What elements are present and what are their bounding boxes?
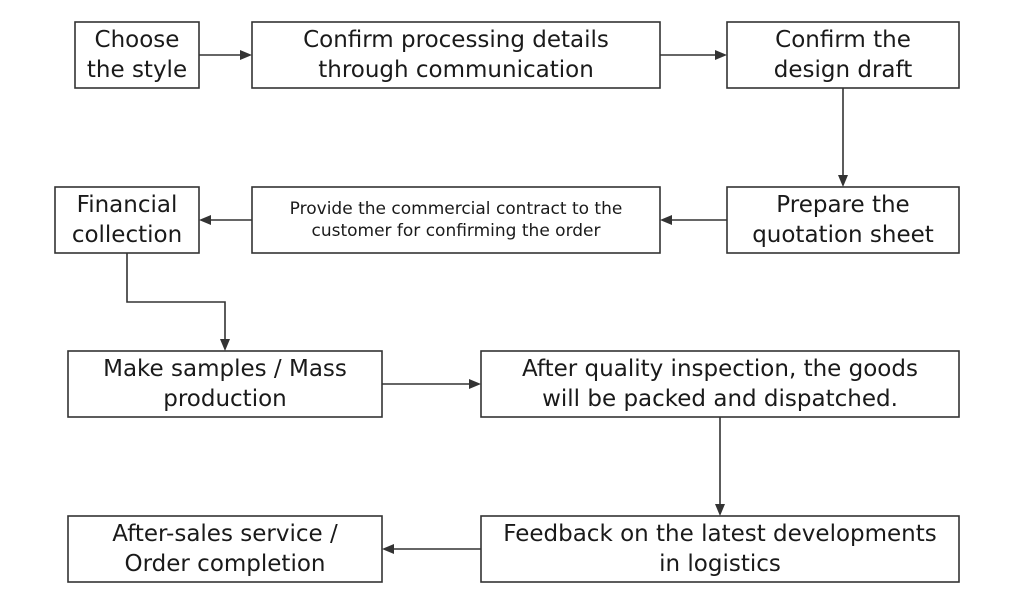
arrow-head xyxy=(838,175,848,187)
step-label-line: quotation sheet xyxy=(752,222,934,248)
step-make-samples: Make samples / Mass production xyxy=(67,350,383,418)
step-label-line: Make samples / Mass xyxy=(103,356,347,382)
step-quality-inspection: After quality inspection, the goods will … xyxy=(480,350,960,418)
step-label-line: Confirm the xyxy=(775,27,911,53)
step-label-line: Choose xyxy=(95,27,180,53)
flow-steps: Choose the style Confirm processing detail… xyxy=(54,21,960,583)
arrow-quality-inspection-to-logistics-feedback xyxy=(715,417,725,516)
arrow-head xyxy=(469,379,481,389)
step-choose-style: Choose the style xyxy=(74,21,200,89)
step-confirm-processing: Confirm processing details through commun… xyxy=(251,21,661,89)
arrow-provide-contract-to-financial-collection xyxy=(199,215,252,225)
step-box xyxy=(67,515,383,583)
step-confirm-design: Confirm the design draft xyxy=(726,21,960,89)
arrow-choose-style-to-confirm-processing xyxy=(199,50,252,60)
step-provide-contract: Provide the commercial contract to thecu… xyxy=(251,186,661,254)
arrow-financial-collection-to-make-samples xyxy=(126,253,230,351)
step-label-line: design draft xyxy=(774,57,912,83)
step-label-line: customer for confirming the order xyxy=(311,221,600,241)
step-label-line: Provide the commercial contract to the xyxy=(290,199,623,219)
step-label-line: After quality inspection, the goods xyxy=(522,356,918,382)
step-box xyxy=(251,21,661,89)
arrow-head xyxy=(220,339,230,351)
step-label-line: will be packed and dispatched. xyxy=(542,386,898,412)
step-label-line: Order completion xyxy=(125,551,326,577)
arrow-head xyxy=(382,544,394,554)
step-box xyxy=(726,21,960,89)
arrow-head xyxy=(240,50,252,60)
arrow-line xyxy=(126,253,226,341)
step-box xyxy=(726,186,960,254)
arrow-confirm-processing-to-confirm-design xyxy=(660,50,727,60)
step-label-line: production xyxy=(163,386,287,412)
step-label-line: in logistics xyxy=(659,551,781,577)
step-label-line: collection xyxy=(72,222,182,248)
step-prepare-quotation: Prepare the quotation sheet xyxy=(726,186,960,254)
arrow-prepare-quotation-to-provide-contract xyxy=(660,215,727,225)
arrow-logistics-feedback-to-after-sales xyxy=(382,544,481,554)
step-label-line: Feedback on the latest developments xyxy=(503,521,937,547)
step-box xyxy=(480,515,960,583)
step-label-line: After-sales service / xyxy=(112,521,338,547)
arrow-head xyxy=(199,215,211,225)
step-box xyxy=(251,186,661,254)
step-financial-collection: Financial collection xyxy=(54,186,200,254)
step-box xyxy=(480,350,960,418)
step-box xyxy=(67,350,383,418)
step-logistics-feedback: Feedback on the latest developments in lo… xyxy=(480,515,960,583)
arrow-head xyxy=(715,504,725,516)
flow-arrows xyxy=(126,50,848,554)
arrow-confirm-design-to-prepare-quotation xyxy=(838,88,848,187)
arrow-head xyxy=(715,50,727,60)
step-label-line: Prepare the xyxy=(776,192,909,218)
step-box xyxy=(74,21,200,89)
arrow-head xyxy=(660,215,672,225)
step-label-line: Financial xyxy=(77,192,178,218)
step-box xyxy=(54,186,200,254)
step-label-line: through communication xyxy=(318,57,594,83)
arrow-make-samples-to-quality-inspection xyxy=(382,379,481,389)
step-after-sales: After-sales service / Order completion xyxy=(67,515,383,583)
step-label-line: the style xyxy=(87,57,187,83)
step-label-line: Confirm processing details xyxy=(303,27,609,53)
